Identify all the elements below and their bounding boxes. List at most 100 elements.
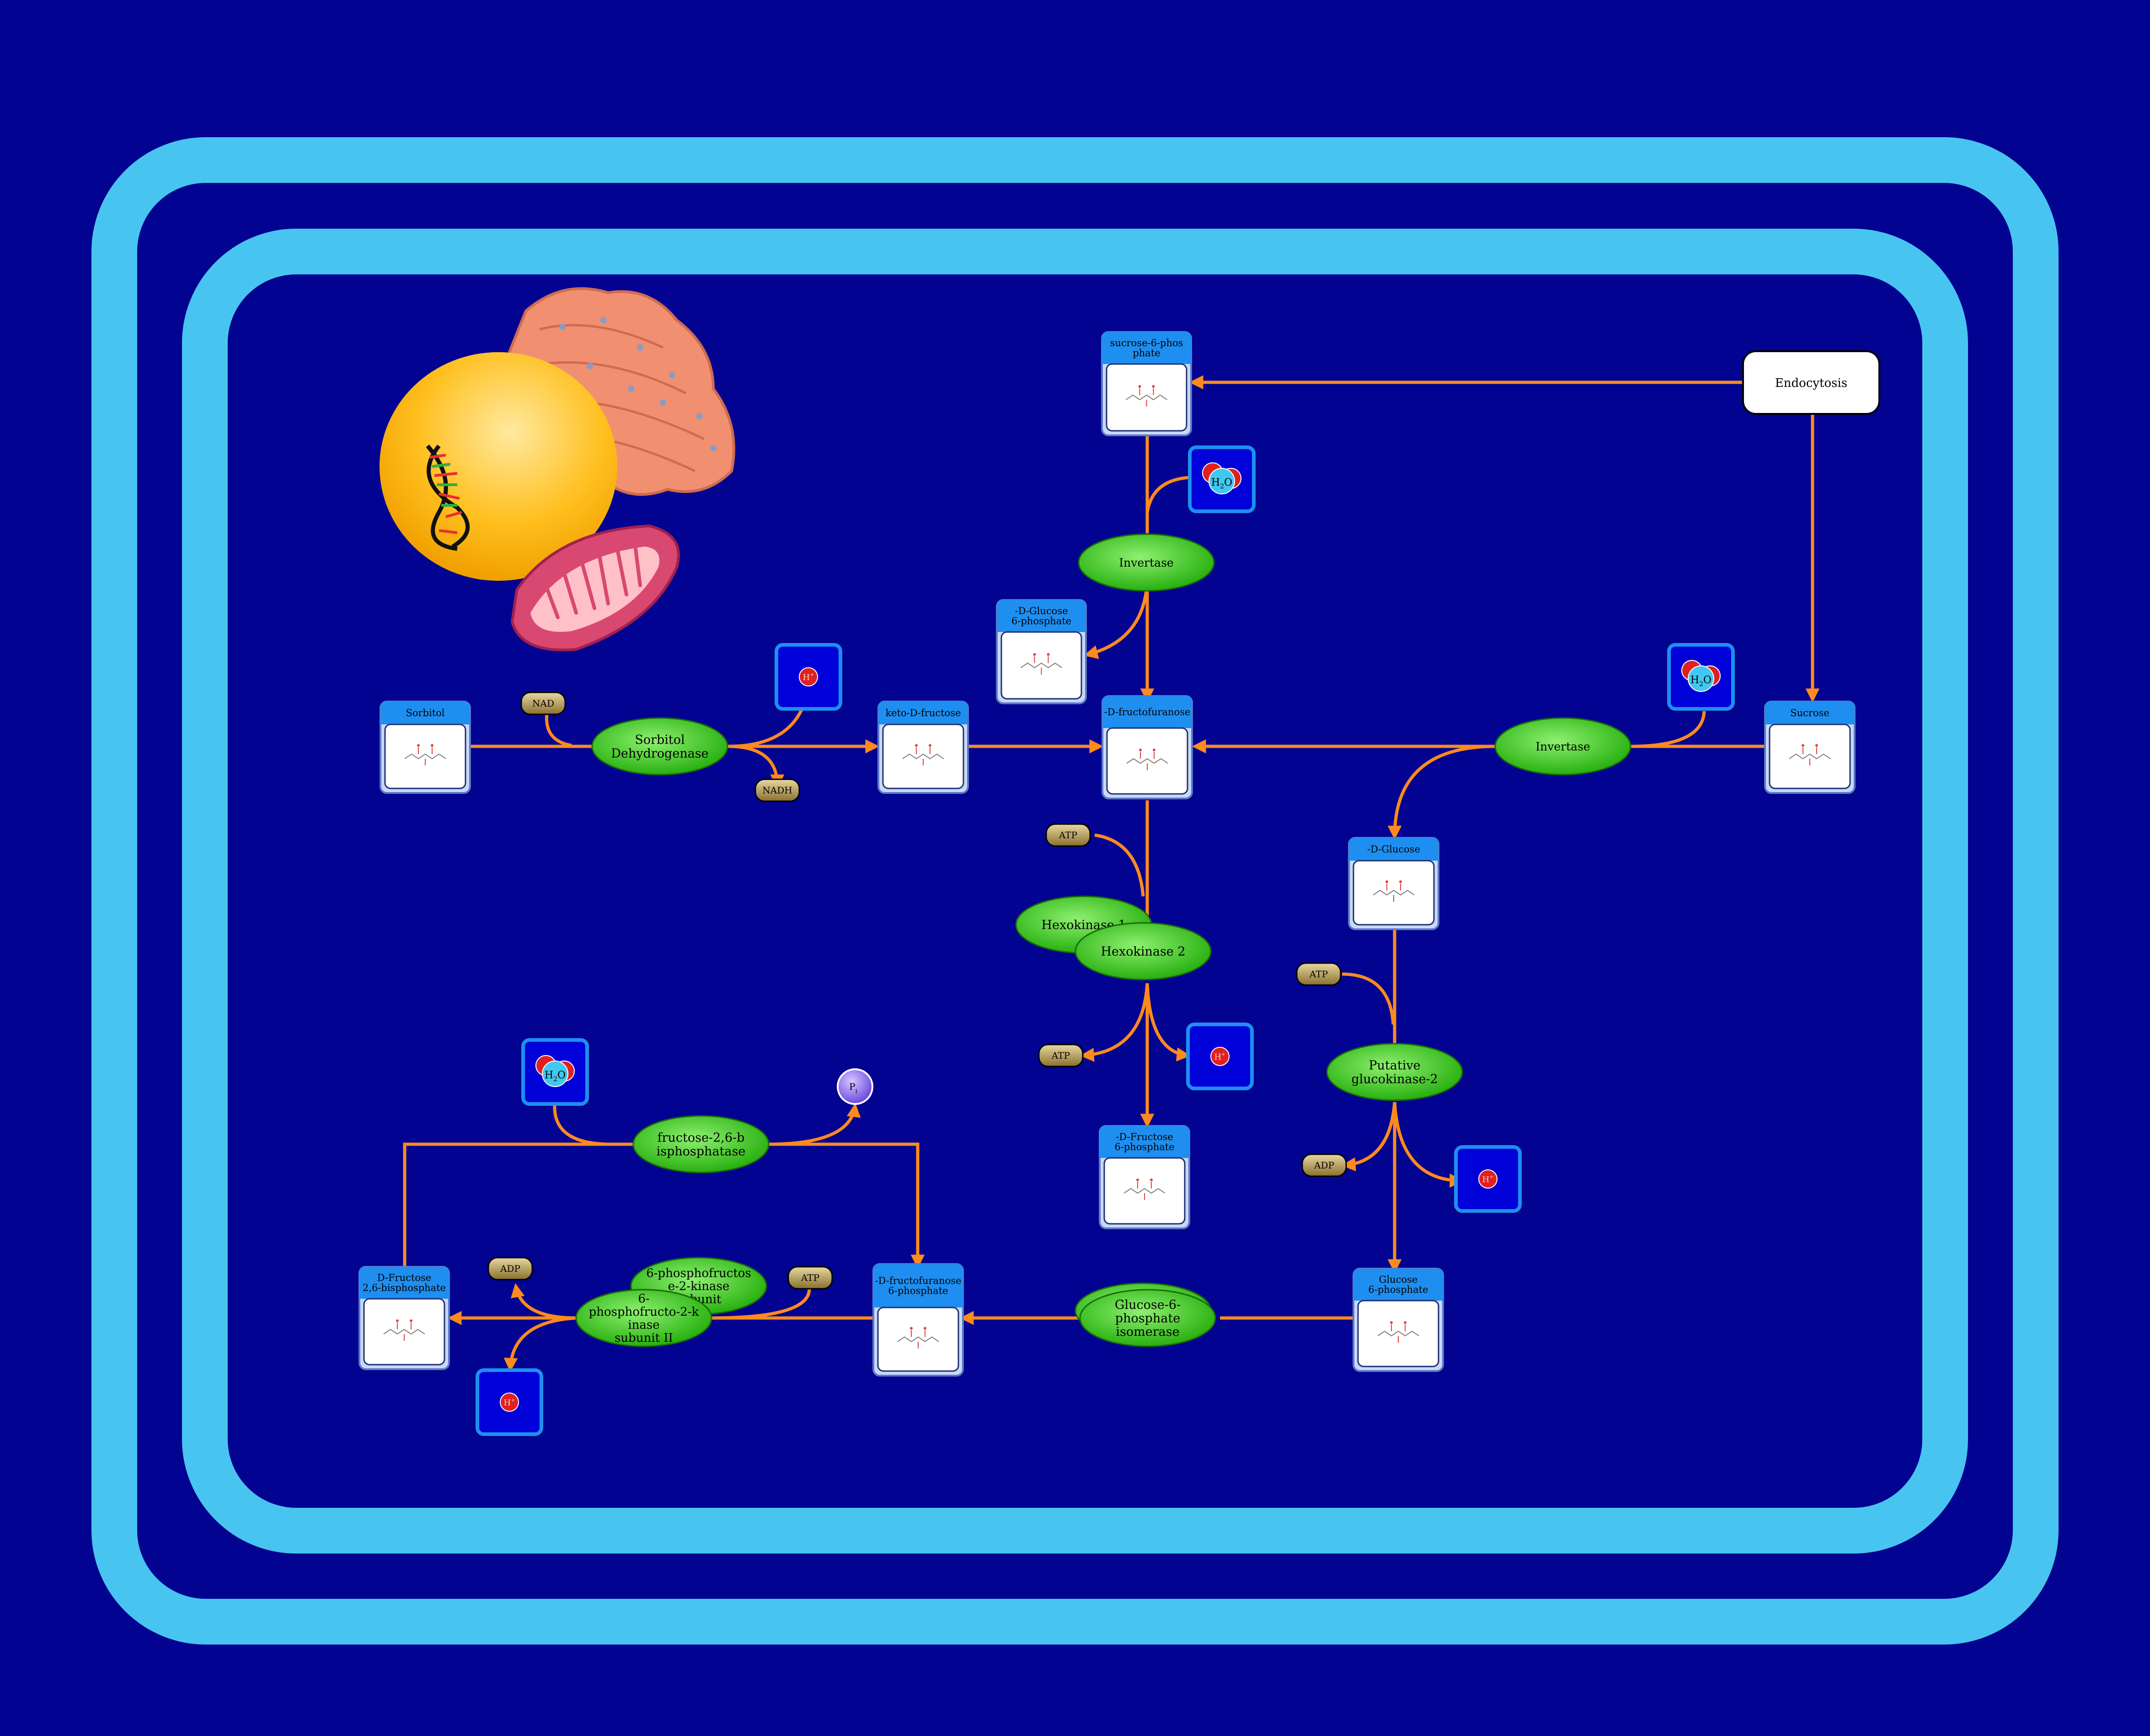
outer-membrane	[91, 137, 2059, 1645]
keto-fructose-label: keto-D-fructose	[885, 707, 961, 718]
water-formula: H2O	[1211, 477, 1232, 490]
chemical-structure-icon	[1377, 1321, 1419, 1343]
fructofuranose-node[interactable]: -D-fructofuranose	[1102, 695, 1193, 799]
sorbitol-label: Sorbitol	[406, 707, 444, 718]
mitochondrion-icon	[510, 524, 680, 652]
oxygen-atom-icon	[1209, 468, 1235, 494]
enzyme-label: Invertase	[1119, 556, 1173, 569]
cofactor-nodes: NAD NADH ATP ATP ATP ADP ADP ATP	[487, 691, 1347, 1290]
proton-formula: H+	[1482, 1174, 1494, 1184]
oxygen-atom-icon	[1688, 665, 1714, 692]
cofactor-atp-hk[interactable]: ATP	[1045, 823, 1091, 847]
chemical-structure-icon	[897, 1327, 939, 1349]
cofactor-adp-gk[interactable]: ADP	[1301, 1153, 1347, 1177]
cofactor-adp-pfk[interactable]: ADP	[487, 1257, 533, 1281]
cofactor-label: ATP	[1309, 969, 1328, 980]
d-glucose-node[interactable]: -D-Glucose	[1348, 837, 1439, 930]
phosphate-formula: Pi	[849, 1081, 857, 1095]
cofactor-atp-pfk[interactable]: ATP	[787, 1266, 833, 1290]
cofactor-label: NADH	[762, 785, 792, 796]
chemical-structure-icon	[1789, 744, 1831, 766]
small-molecule-nodes: H2O H2O H2O H+ H+ H+ H+ Pi	[476, 445, 1735, 1436]
chemical-structure-icon	[902, 744, 944, 766]
water-molecule[interactable]: H2O	[521, 1038, 589, 1106]
proton-icon	[1478, 1169, 1498, 1189]
water-molecule[interactable]: H2O	[1188, 445, 1256, 513]
proton-molecule[interactable]: H+	[775, 643, 842, 711]
cofactor-label: ADP	[1314, 1160, 1334, 1171]
cofactor-label: ADP	[500, 1263, 520, 1274]
sorbitol-node[interactable]: Sorbitol	[380, 701, 471, 794]
proton-molecule[interactable]: H+	[476, 1368, 543, 1436]
proton-icon	[799, 667, 818, 686]
cofactor-label: NAD	[532, 698, 554, 709]
cofactor-label: ATP	[801, 1272, 819, 1283]
inner-membrane	[182, 229, 1968, 1554]
cofactor-label: ATP	[1051, 1050, 1070, 1061]
proton-icon	[500, 1393, 519, 1412]
enzyme-invertase-top[interactable]: Invertase	[1078, 533, 1215, 592]
enzyme-label: Hexokinase 2	[1101, 944, 1185, 959]
water-formula: H2O	[1690, 675, 1711, 688]
enzyme-label: Invertase	[1535, 740, 1590, 753]
cofactor-nadh[interactable]: NADH	[754, 778, 800, 802]
reaction-edges	[403, 375, 1820, 1372]
enzyme-invertase-right[interactable]: Invertase	[1494, 717, 1631, 776]
proton-formula: H+	[504, 1397, 515, 1408]
nucleus-with-dna-icon	[380, 352, 617, 581]
d-glucose-label: -D-Glucose	[1367, 844, 1420, 855]
proton-formula: H+	[803, 672, 814, 682]
water-formula: H2O	[545, 1070, 566, 1083]
endocytosis-label: Endocytosis	[1775, 376, 1847, 390]
chemical-structure-icon	[383, 1319, 425, 1341]
sucrose-label: Sucrose	[1790, 707, 1829, 718]
cofactor-label: ATP	[1059, 830, 1077, 841]
chemical-structure-icon	[1126, 749, 1168, 770]
cofactor-atp-gk[interactable]: ATP	[1296, 962, 1342, 986]
cofactor-atp-hk-out[interactable]: ATP	[1038, 1044, 1084, 1067]
chemical-structure-icon	[1123, 1179, 1166, 1200]
cofactor-nad[interactable]: NAD	[520, 691, 566, 715]
chemical-structure-icon	[404, 744, 446, 766]
sucrose-node[interactable]: Sucrose	[1764, 701, 1856, 794]
endocytosis-node[interactable]: Endocytosis	[1742, 350, 1880, 415]
keto-fructose-node[interactable]: keto-D-fructose	[877, 701, 969, 794]
enzyme-hexokinase2[interactable]: Hexokinase 2	[1075, 922, 1212, 981]
phosphate-icon	[837, 1068, 873, 1105]
chemical-structure-icon	[1020, 653, 1063, 675]
chemical-structure-icon	[1125, 385, 1168, 407]
proton-formula: H+	[1214, 1051, 1226, 1062]
proton-icon	[1210, 1047, 1230, 1066]
chemical-structure-icon	[1373, 880, 1415, 902]
water-molecule[interactable]: H2O	[1667, 643, 1735, 711]
oxygen-atom-icon	[542, 1061, 568, 1087]
proton-molecule[interactable]: H+	[1454, 1145, 1522, 1213]
phosphate-molecule[interactable]: Pi	[837, 1068, 873, 1105]
proton-molecule[interactable]: H+	[1186, 1023, 1254, 1090]
